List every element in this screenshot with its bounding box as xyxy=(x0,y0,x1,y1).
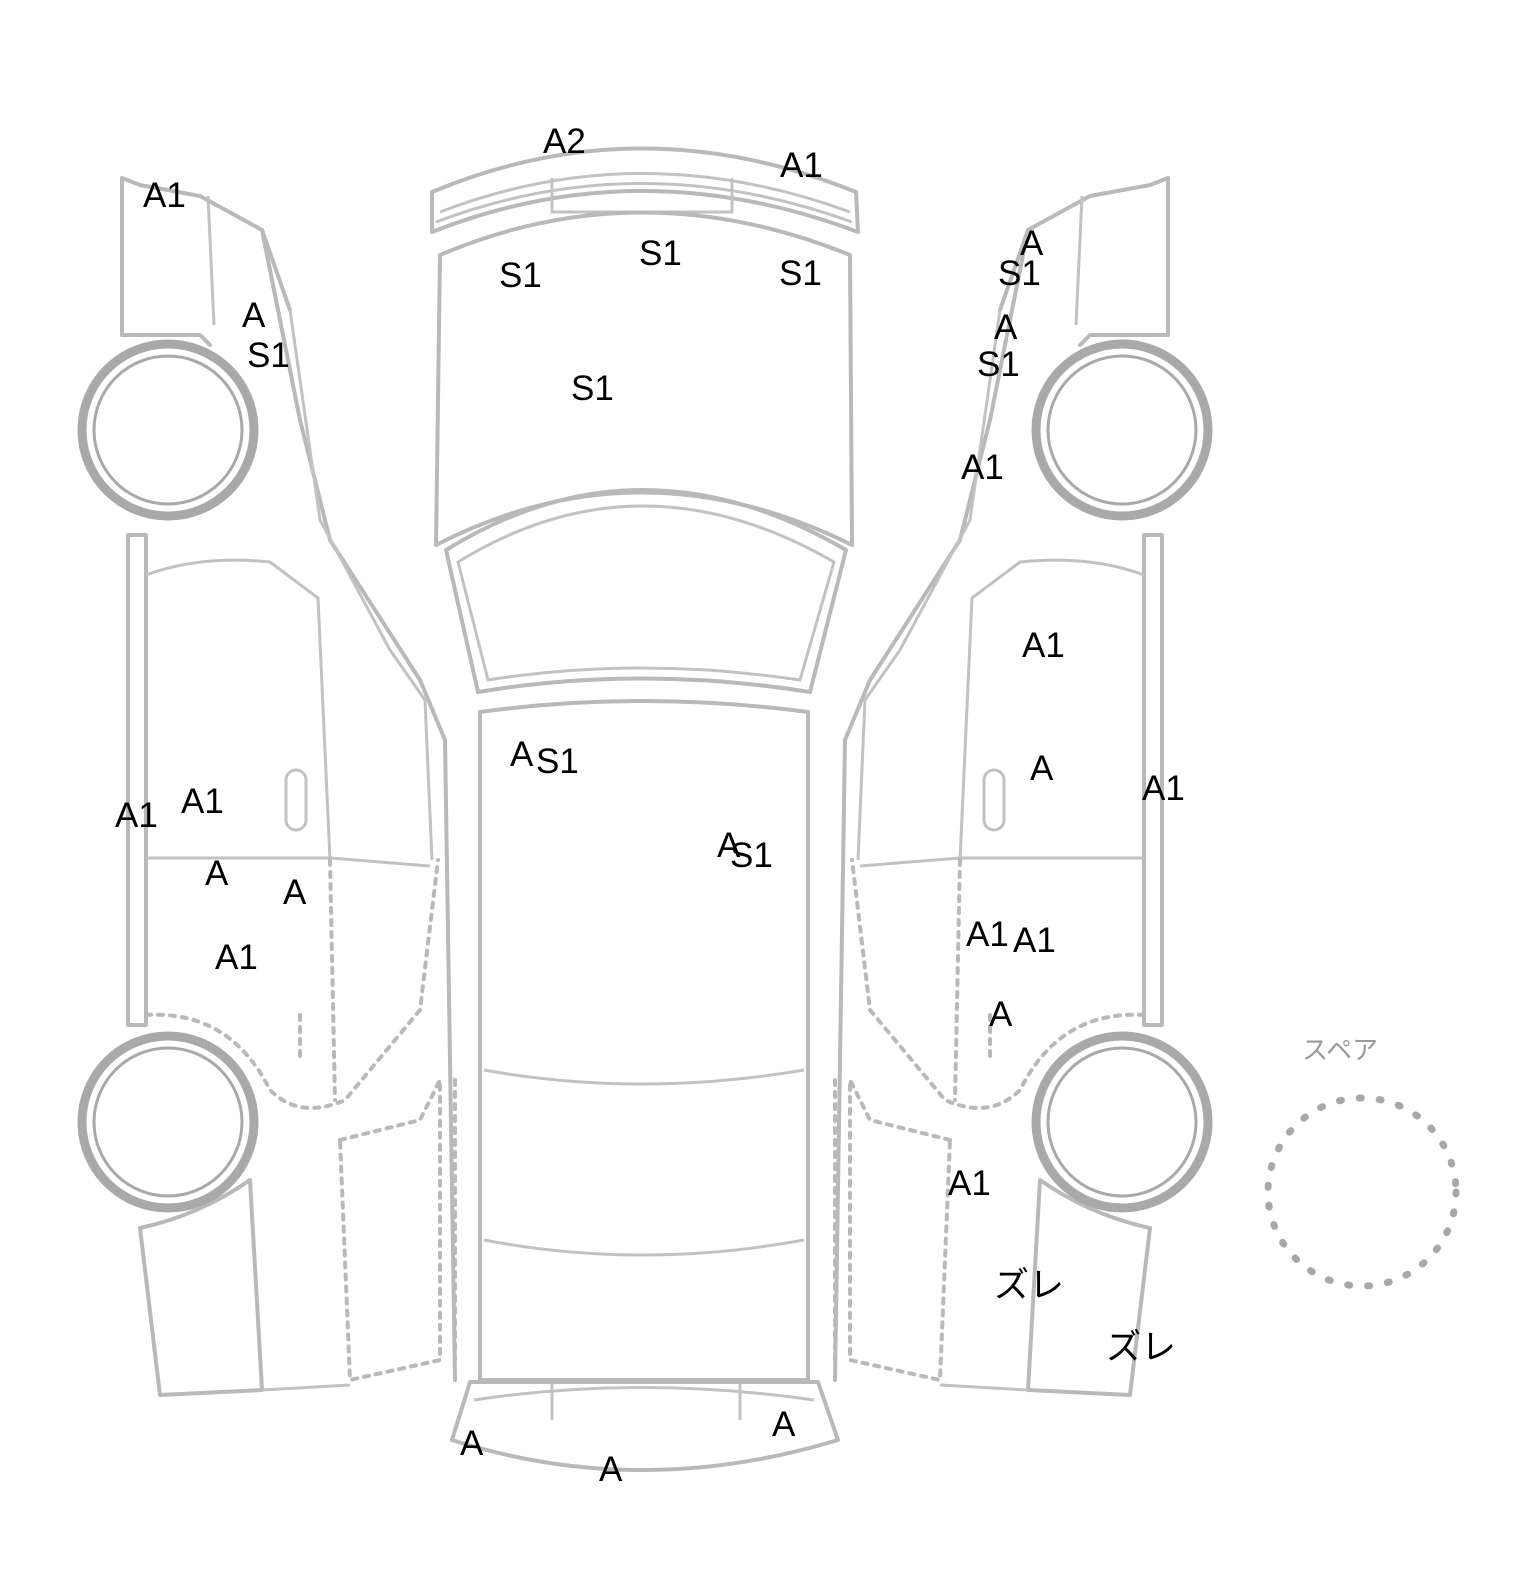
damage-mark-rear-bumper-center: A xyxy=(599,1450,623,1489)
damage-mark-right-rear-door: A1 xyxy=(1013,921,1056,960)
damage-mark-front-bumper: A2 xyxy=(543,122,586,161)
damage-mark-left-rocker: A1 xyxy=(115,796,158,835)
spare-tire-outline xyxy=(1264,1094,1460,1290)
damage-mark-rear-bumper-right: A xyxy=(772,1405,796,1444)
damage-mark-left-rear-door: A1 xyxy=(215,938,258,977)
damage-mark-roof-right: S1 xyxy=(730,836,773,875)
damage-mark-right-front-door: A1 xyxy=(1022,626,1065,665)
damage-mark-left-fender: A xyxy=(242,296,266,335)
damage-mark-right-quarter-misalignment: ズレ xyxy=(994,1266,1065,1305)
damage-mark-right-rear-door: A xyxy=(989,995,1013,1034)
spare-tire-label: スペア xyxy=(1302,1036,1379,1066)
damage-mark-right-rear-door: A1 xyxy=(966,915,1009,954)
damage-mark-right-fender: A xyxy=(994,308,1018,347)
damage-mark-right-a-pillar: A1 xyxy=(961,448,1004,487)
damage-mark-rear-bumper-left: A xyxy=(460,1424,484,1463)
damage-mark-right-rocker: A1 xyxy=(1142,769,1185,808)
damage-mark-hood-middle: S1 xyxy=(571,369,614,408)
damage-mark-right-rear-bumper-misalignment: ズレ xyxy=(1106,1328,1177,1367)
damage-mark-roof-left: A xyxy=(510,735,534,774)
damage-mark-left-front-bumper: A1 xyxy=(143,176,186,215)
right-side-view-outline xyxy=(833,176,1213,1397)
damage-mark-right-quarter: A1 xyxy=(948,1164,991,1203)
damage-mark-right-front-door: A xyxy=(1030,749,1054,788)
damage-mark-left-rear-door: A xyxy=(205,854,229,893)
left-side-view-outline xyxy=(77,176,457,1397)
damage-mark-roof-right: A xyxy=(717,826,741,865)
damage-mark-right-fender: S1 xyxy=(998,254,1041,293)
damage-mark-left-rear-door: A xyxy=(283,873,307,912)
damage-mark-left-front-door: A1 xyxy=(181,782,224,821)
damage-mark-hood-center: S1 xyxy=(639,234,682,273)
damage-mark-hood-right: S1 xyxy=(779,254,822,293)
damage-mark-right-fender: A xyxy=(1020,224,1044,263)
damage-mark-hood-left: S1 xyxy=(499,256,542,295)
damage-mark-right-fender: S1 xyxy=(977,345,1020,384)
damage-mark-front-bumper-right: A1 xyxy=(780,146,823,185)
damage-mark-roof-left: S1 xyxy=(536,742,579,781)
top-view-outline xyxy=(430,146,860,1472)
damage-mark-left-fender: S1 xyxy=(247,336,290,375)
